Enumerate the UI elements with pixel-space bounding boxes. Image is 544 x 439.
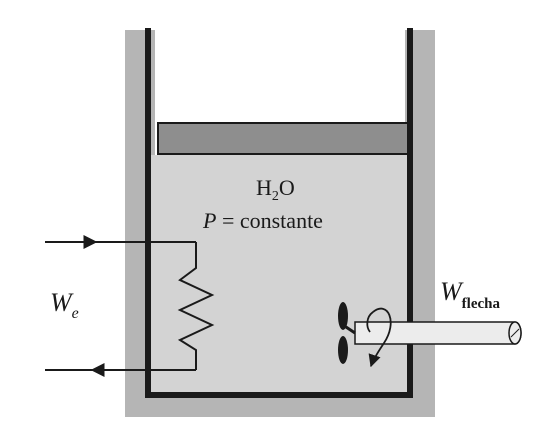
piston (157, 122, 409, 155)
electric-work-label: We (50, 288, 79, 322)
paddle-blade-top (338, 302, 348, 330)
water-region (150, 155, 408, 393)
rotation-arrow-tail (366, 311, 374, 333)
shaft (354, 321, 522, 345)
pressure-label: P = constante (202, 208, 323, 233)
resistor-icon (177, 242, 215, 370)
cylinder-inner-wall (145, 28, 413, 398)
paddle-hub (342, 323, 356, 335)
paddle-blade-bottom (338, 336, 348, 364)
substance-label: H2O (256, 175, 295, 204)
shaft-work-label: Wflecha (440, 277, 500, 312)
rotation-arrow-icon (368, 307, 392, 368)
shaft-end-mark (510, 328, 520, 338)
